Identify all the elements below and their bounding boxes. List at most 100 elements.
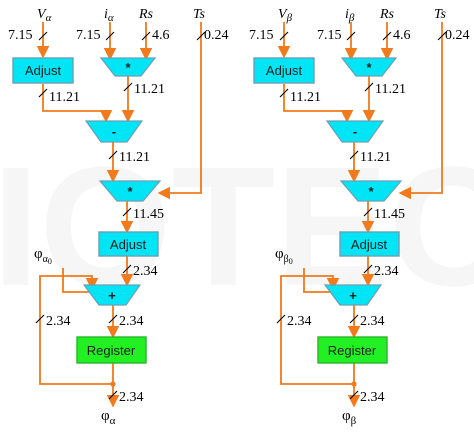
mult1-op xyxy=(99,57,157,77)
input-v-label: Vβ xyxy=(278,7,293,24)
width-adjust1-out: 11.21 xyxy=(49,90,80,105)
tick-add-out xyxy=(349,314,359,324)
output-phi-label: φα xyxy=(101,408,116,427)
register-label: Register xyxy=(328,343,377,358)
width-output: 2.34 xyxy=(360,390,385,405)
width-mult1-out: 11.21 xyxy=(134,82,165,97)
adjust1-label: Adjust xyxy=(266,63,303,78)
adjust1-block xyxy=(12,57,74,84)
width-sub-out: 11.21 xyxy=(119,150,150,165)
tick-i xyxy=(105,31,115,41)
tick-output xyxy=(349,390,359,400)
width-adjust2-out: 2.34 xyxy=(374,264,399,279)
add-op xyxy=(82,284,142,306)
tick-feedback xyxy=(35,314,45,324)
register-block xyxy=(317,336,388,364)
tick-adjust1-out xyxy=(279,88,289,98)
mult2-op xyxy=(339,180,403,202)
beta-channel: Vβ iβ Rs Ts 7.15 7.15 4.6 0.24 11. xyxy=(249,7,470,427)
watermark: IOTECH xyxy=(0,132,474,322)
adjust2-block xyxy=(339,231,400,257)
input-v-width: 7.15 xyxy=(249,28,274,43)
input-rs-label: Rs xyxy=(379,7,395,22)
width-mult2-out: 11.45 xyxy=(374,207,405,222)
tick-adjust1-out xyxy=(38,88,48,98)
tick-i xyxy=(346,31,356,41)
mult1-op xyxy=(340,57,398,77)
tick-v xyxy=(279,31,289,41)
wire-ts-to-mult2 xyxy=(398,22,443,200)
wire-ts-to-mult2 xyxy=(157,22,202,200)
wire-adjust1-to-sub xyxy=(42,84,113,123)
alpha-channel: Vα iα Rs Ts 7.15 7.15 4.6 0.24 xyxy=(8,7,229,427)
adjust2-label: Adjust xyxy=(351,237,388,252)
feedback-junction xyxy=(110,381,116,387)
tick-rs xyxy=(141,31,151,41)
tick-mult2-out xyxy=(122,207,132,217)
sub-op xyxy=(84,120,144,143)
sub-label: - xyxy=(112,124,116,139)
width-feedback: 2.34 xyxy=(46,314,71,329)
width-adjust1-out: 11.21 xyxy=(290,90,321,105)
sub-op xyxy=(325,120,385,143)
add-label: + xyxy=(349,288,357,303)
tick-mult1-out xyxy=(123,82,133,92)
adjust2-block xyxy=(98,231,159,257)
input-i-label: iα xyxy=(104,7,114,24)
tick-mult2-out xyxy=(363,207,373,217)
add-op xyxy=(323,284,383,306)
input-rs-width: 4.6 xyxy=(152,28,170,43)
tick-feedback xyxy=(276,314,286,324)
mult2-op xyxy=(98,180,162,202)
init-phi-label: φα0 xyxy=(34,246,52,266)
tick-output xyxy=(108,390,118,400)
tick-adjust2-out xyxy=(122,264,132,274)
width-feedback: 2.34 xyxy=(287,314,312,329)
mult2-label: * xyxy=(368,184,374,199)
input-i-width: 7.15 xyxy=(317,28,342,43)
wire-init-to-add xyxy=(303,268,341,293)
wire-adjust1-to-sub xyxy=(283,84,354,123)
tick-sub-out xyxy=(349,150,359,160)
tick-rs xyxy=(382,31,392,41)
input-ts-label: Ts xyxy=(434,7,447,22)
input-ts-width: 0.24 xyxy=(445,28,470,43)
tick-ts xyxy=(437,31,447,41)
input-rs-label: Rs xyxy=(138,7,154,22)
tick-adjust2-out xyxy=(363,264,373,274)
mult1-label: * xyxy=(125,60,131,75)
width-add-out: 2.34 xyxy=(360,314,385,329)
width-sub-out: 11.21 xyxy=(360,150,391,165)
adjust1-block xyxy=(253,57,315,84)
tick-ts xyxy=(196,31,206,41)
adjust2-label: Adjust xyxy=(110,237,147,252)
mult2-label: * xyxy=(127,184,133,199)
input-ts-width: 0.24 xyxy=(204,28,229,43)
output-phi-label: φβ xyxy=(342,408,357,427)
width-add-out: 2.34 xyxy=(119,314,144,329)
width-adjust2-out: 2.34 xyxy=(133,264,158,279)
register-block xyxy=(76,336,147,364)
adjust1-label: Adjust xyxy=(25,63,62,78)
register-label: Register xyxy=(87,343,136,358)
width-output: 2.34 xyxy=(119,390,144,405)
wire-feedback xyxy=(280,275,354,385)
wire-init-to-add xyxy=(62,268,100,293)
sub-label: - xyxy=(353,124,357,139)
feedback-junction xyxy=(351,381,357,387)
input-rs-width: 4.6 xyxy=(393,28,411,43)
width-mult1-out: 11.21 xyxy=(375,82,406,97)
tick-v xyxy=(38,31,48,41)
tick-add-out xyxy=(108,314,118,324)
wire-feedback xyxy=(39,275,113,385)
tick-sub-out xyxy=(108,150,118,160)
tick-mult1-out xyxy=(364,82,374,92)
init-phi-label: φβ0 xyxy=(275,246,293,266)
width-mult2-out: 11.45 xyxy=(133,207,164,222)
add-label: + xyxy=(108,288,116,303)
input-ts-label: Ts xyxy=(193,7,206,22)
input-v-width: 7.15 xyxy=(8,28,33,43)
input-i-width: 7.15 xyxy=(76,28,101,43)
